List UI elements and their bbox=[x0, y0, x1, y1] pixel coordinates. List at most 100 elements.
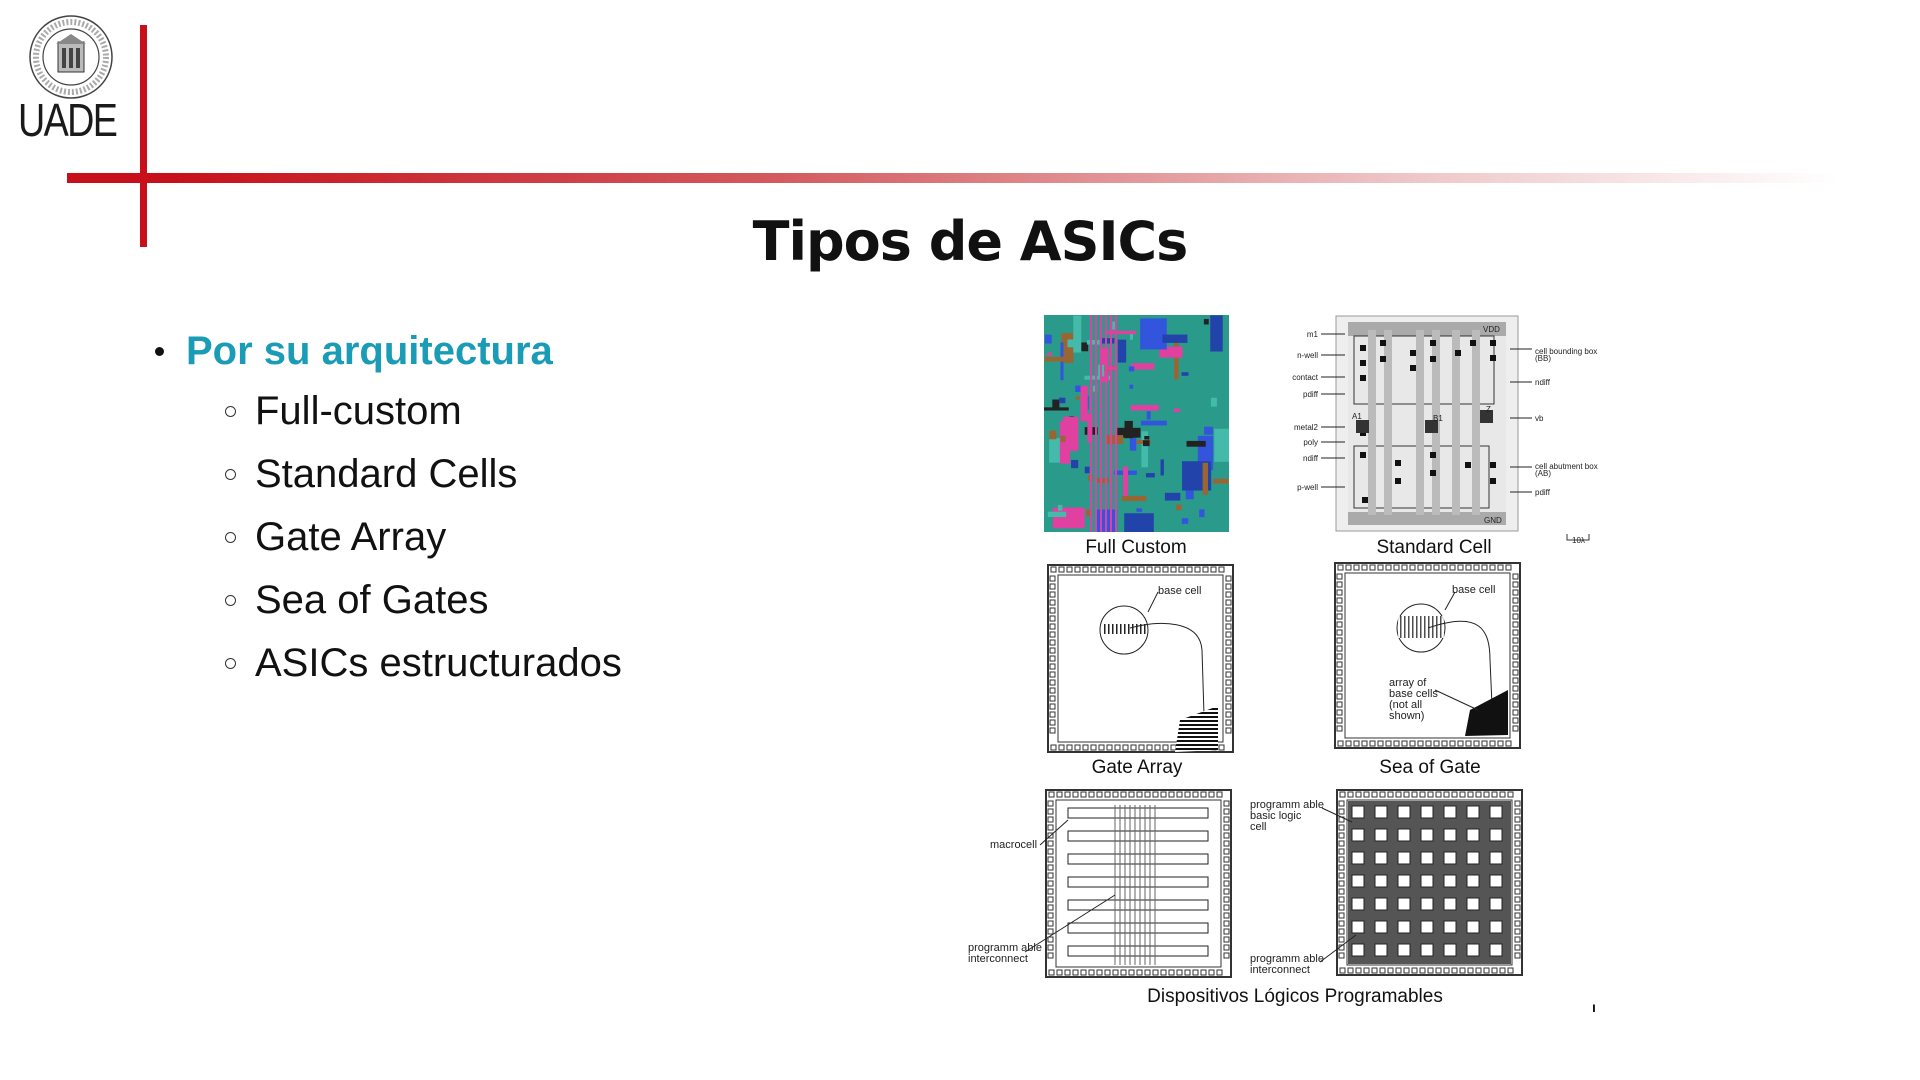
pad bbox=[1336, 685, 1343, 692]
logic-cell bbox=[1489, 805, 1503, 819]
logic-cell bbox=[1466, 828, 1480, 842]
pad bbox=[1080, 791, 1087, 798]
logic-cell bbox=[1420, 828, 1434, 842]
pad bbox=[1047, 936, 1054, 943]
pad bbox=[1047, 920, 1054, 927]
layout-shape bbox=[1160, 459, 1164, 476]
pad bbox=[1512, 621, 1519, 628]
layout-shape bbox=[1128, 366, 1135, 372]
contact bbox=[1410, 350, 1416, 356]
pad bbox=[1514, 800, 1521, 807]
contact bbox=[1490, 462, 1496, 468]
layout-shape bbox=[1049, 430, 1057, 440]
pad bbox=[1072, 969, 1079, 976]
pad bbox=[1483, 791, 1490, 798]
label-full-custom: Full Custom bbox=[1085, 537, 1186, 558]
pad bbox=[1433, 740, 1440, 747]
pad bbox=[1049, 599, 1056, 606]
pad bbox=[1160, 791, 1167, 798]
pad bbox=[1512, 661, 1519, 668]
pad bbox=[1377, 740, 1384, 747]
pad bbox=[1475, 791, 1482, 798]
pad bbox=[1049, 687, 1056, 694]
pad bbox=[1047, 856, 1054, 863]
pad bbox=[1459, 791, 1466, 798]
pad bbox=[1088, 791, 1095, 798]
contact bbox=[1360, 375, 1366, 381]
pad bbox=[1512, 597, 1519, 604]
pad bbox=[1419, 791, 1426, 798]
pad bbox=[1512, 613, 1519, 620]
pad bbox=[1049, 639, 1056, 646]
pad bbox=[1512, 605, 1519, 612]
pad bbox=[1512, 685, 1519, 692]
pad bbox=[1449, 564, 1456, 571]
pld-macrocell-diagram: macrocell programm able interconnect bbox=[968, 789, 1232, 978]
layout-shape bbox=[1140, 420, 1167, 426]
sc-right-label: vb bbox=[1535, 414, 1544, 423]
layout-shape bbox=[1210, 397, 1217, 407]
pad bbox=[1223, 872, 1230, 879]
logic-cell bbox=[1466, 920, 1480, 934]
pad bbox=[1114, 744, 1121, 751]
contact bbox=[1490, 340, 1496, 346]
pad bbox=[1387, 967, 1394, 974]
pad bbox=[1339, 791, 1346, 798]
pad bbox=[1128, 969, 1135, 976]
pad bbox=[1216, 969, 1223, 976]
logic-cell bbox=[1397, 874, 1411, 888]
pad bbox=[1144, 791, 1151, 798]
pad bbox=[1512, 717, 1519, 724]
macrocell bbox=[1067, 830, 1209, 842]
pad bbox=[1223, 800, 1230, 807]
pad bbox=[1347, 791, 1354, 798]
full-custom-layout-image bbox=[1044, 315, 1229, 532]
pad bbox=[1483, 967, 1490, 974]
logic-cell bbox=[1489, 943, 1503, 957]
pad bbox=[1047, 824, 1054, 831]
pad bbox=[1082, 566, 1089, 573]
pad bbox=[1184, 791, 1191, 798]
pad bbox=[1369, 564, 1376, 571]
pad bbox=[1338, 872, 1345, 879]
pad bbox=[1401, 564, 1408, 571]
logic-cell bbox=[1466, 943, 1480, 957]
logic-cell bbox=[1443, 943, 1457, 957]
pad bbox=[1096, 791, 1103, 798]
logic-cell bbox=[1374, 828, 1388, 842]
contact bbox=[1360, 345, 1366, 351]
pad bbox=[1225, 623, 1232, 630]
pad bbox=[1049, 631, 1056, 638]
layout-shape bbox=[1071, 459, 1079, 469]
pad bbox=[1049, 671, 1056, 678]
pad bbox=[1144, 969, 1151, 976]
pad bbox=[1419, 967, 1426, 974]
pad bbox=[1377, 564, 1384, 571]
slide-title: Tipos de ASICs bbox=[752, 210, 1189, 273]
pad bbox=[1491, 791, 1498, 798]
layout-shape bbox=[1129, 384, 1134, 389]
pad bbox=[1047, 800, 1054, 807]
logic-cell bbox=[1466, 897, 1480, 911]
pad bbox=[1202, 566, 1209, 573]
logic-cell bbox=[1466, 851, 1480, 865]
logic-cell bbox=[1397, 851, 1411, 865]
sc-right-label: (AB) bbox=[1535, 469, 1551, 478]
layout-shape bbox=[1159, 346, 1183, 358]
layout-shape bbox=[1075, 385, 1081, 392]
sc-vdd: VDD bbox=[1483, 325, 1500, 334]
pad bbox=[1074, 566, 1081, 573]
pad bbox=[1223, 848, 1230, 855]
pad bbox=[1082, 744, 1089, 751]
pad bbox=[1047, 912, 1054, 919]
pad bbox=[1090, 744, 1097, 751]
interconnect-label: interconnect bbox=[1250, 964, 1310, 976]
sc-right-label: (BB) bbox=[1535, 354, 1551, 363]
pad bbox=[1200, 791, 1207, 798]
pad bbox=[1336, 717, 1343, 724]
pad bbox=[1512, 573, 1519, 580]
pad bbox=[1200, 969, 1207, 976]
pad bbox=[1435, 791, 1442, 798]
pad bbox=[1120, 969, 1127, 976]
pad bbox=[1218, 744, 1225, 751]
